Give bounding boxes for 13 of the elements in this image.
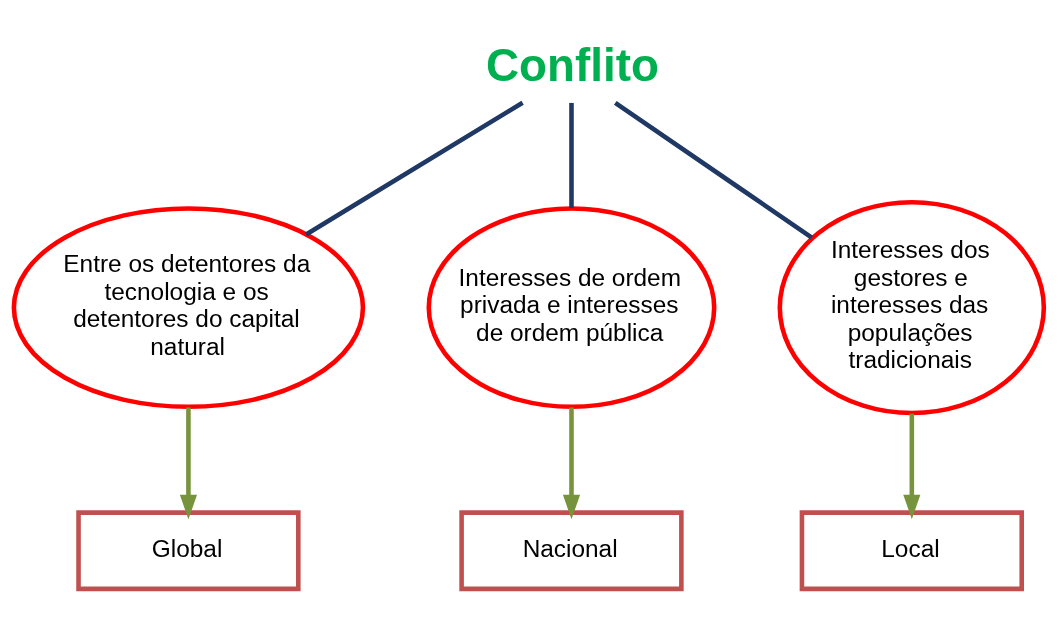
arrow [562, 407, 581, 519]
arrow [903, 413, 921, 519]
node-box: Nacional [459, 509, 684, 591]
arrow [179, 407, 197, 519]
node-ellipse: Interesses dos gestores e interesses das populações tradicionais [777, 199, 1047, 415]
node-text: Conflito [486, 39, 659, 91]
node-box: Local [799, 509, 1024, 591]
connector [569, 102, 574, 208]
connector [614, 100, 814, 239]
node-box: Global [76, 509, 301, 591]
node-ellipse: Entre os detentores da tecnologia e os detentores do capital natural [11, 205, 366, 409]
node-ellipse: Interesses de ordem privada e interesses de ordem pública [426, 205, 717, 409]
connector [304, 100, 524, 236]
